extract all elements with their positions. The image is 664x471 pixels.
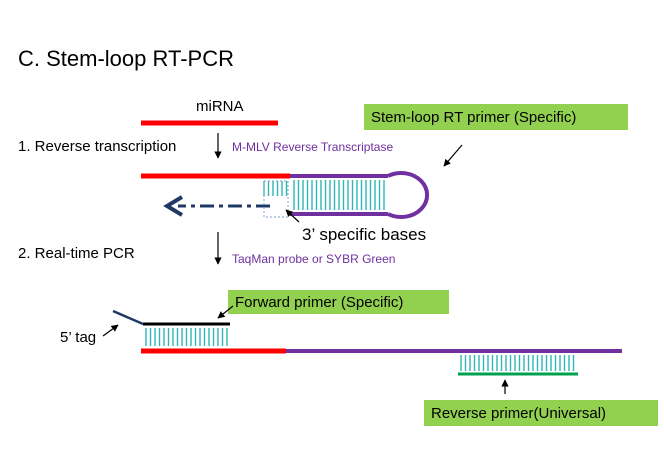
stem-base-pairs	[293, 180, 385, 210]
reverse-primer-base-pairs	[460, 355, 575, 371]
forward-primer-label: Forward primer (Specific)	[235, 294, 403, 311]
diagram-title: C. Stem-loop RT-PCR	[18, 46, 234, 71]
reverse-primer-box	[424, 400, 658, 426]
forward-primer-tag	[112, 309, 144, 326]
step2-label: 2. Real-time PCR	[18, 245, 135, 262]
forward-primer-box	[228, 290, 449, 314]
primer-loop	[387, 171, 430, 219]
tag-label: 5’ tag	[60, 329, 96, 346]
cdna-extension-arrowhead	[163, 195, 184, 217]
hybrid-base-pairs	[263, 181, 288, 196]
enzyme-label: M-MLV Reverse Transcriptase	[232, 140, 393, 154]
specific-bases-label: 3’ specific bases	[302, 225, 426, 244]
stem-loop-primer-label: Stem-loop RT primer (Specific)	[371, 109, 576, 126]
mirna-label: miRNA	[196, 98, 244, 115]
stem-loop-primer-box	[364, 104, 628, 130]
detection-label: TaqMan probe or SYBR Green	[232, 252, 395, 266]
forward-primer-base-pairs	[145, 328, 228, 346]
reverse-primer-label: Reverse primer(Universal)	[431, 405, 606, 422]
specific-bases-box	[263, 180, 289, 218]
tag-pointer	[102, 324, 119, 337]
forward-primer-pointer	[217, 305, 234, 319]
specific-bases-pointer	[285, 209, 300, 223]
step1-label: 1. Reverse transcription	[18, 138, 176, 155]
stem-loop-pointer-arrow	[443, 144, 463, 167]
